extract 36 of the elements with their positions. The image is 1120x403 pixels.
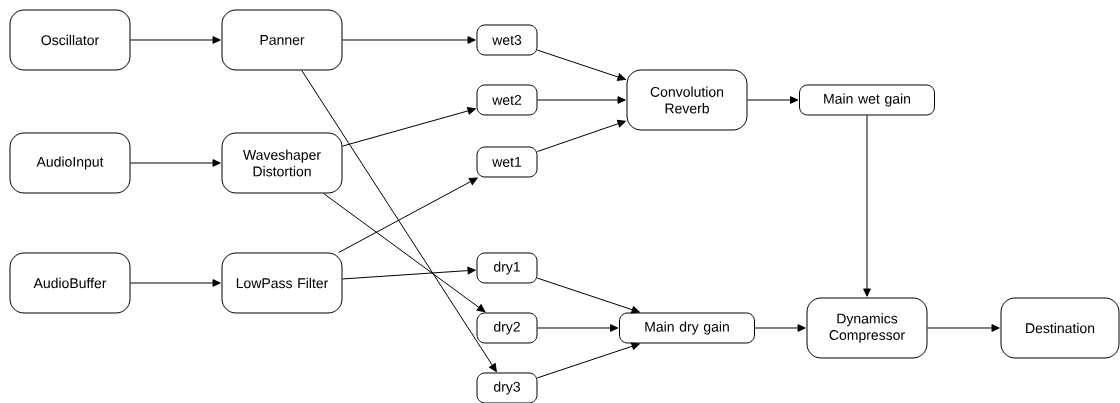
process-box: wet1 (476, 146, 538, 178)
arrow (537, 96, 626, 104)
arrow (537, 119, 626, 152)
arrow (863, 115, 871, 297)
process-box: Convolution Reverb (626, 69, 748, 131)
arrow (342, 266, 476, 280)
process-box: Main wet gain (799, 84, 935, 116)
process-box: Waveshaper Distortion (221, 132, 343, 194)
process-box: Dynamics Compressor (806, 297, 928, 359)
arrow (342, 107, 476, 147)
arrow (537, 277, 640, 314)
arrow (342, 36, 476, 44)
arrow (323, 193, 486, 313)
process-box: Oscillator (9, 9, 131, 71)
process-box: AudioInput (9, 132, 131, 194)
arrow (754, 324, 806, 332)
arrow (338, 177, 478, 253)
process-box: dry1 (476, 252, 538, 284)
process-box: wet3 (476, 24, 538, 56)
process-box: Destination (1000, 297, 1120, 359)
process-box: dry2 (476, 312, 538, 344)
process-box: dry3 (476, 372, 538, 403)
arrow (537, 342, 640, 379)
arrow (537, 49, 626, 81)
arrow (927, 324, 1000, 332)
process-box: Main dry gain (619, 312, 755, 344)
arrow (130, 36, 221, 44)
arrow (301, 70, 497, 372)
arrow (537, 324, 619, 332)
process-box: LowPass Filter (221, 252, 343, 314)
process-box: AudioBuffer (9, 252, 131, 314)
process-box: Panner (221, 9, 343, 71)
process-box: wet2 (476, 84, 538, 116)
arrow (747, 96, 799, 104)
arrow (130, 159, 221, 167)
arrow (130, 279, 221, 287)
